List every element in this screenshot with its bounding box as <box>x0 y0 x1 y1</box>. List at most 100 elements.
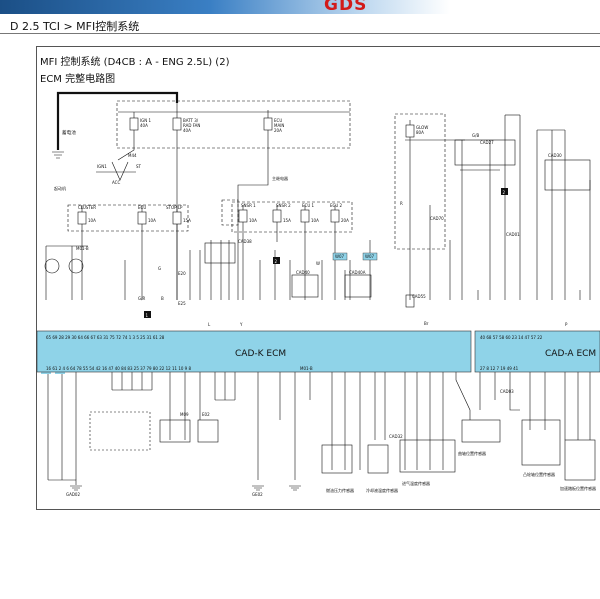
fuse-ecu-main-label2: MAIN <box>274 123 284 128</box>
sensor-box-c <box>399 439 456 473</box>
sensor-box-d <box>461 419 501 443</box>
fuse-glow <box>405 124 415 138</box>
sensor-a-label: 燃油压力传感器 <box>326 487 354 493</box>
sensor-c-label: 进气温度传感器 <box>402 480 430 486</box>
wire-p-label: P <box>565 322 568 327</box>
connector-e02: E02 <box>202 412 210 417</box>
fuse-ecu1-rating: 10A <box>311 218 319 223</box>
wire-w07b-label: W07 <box>365 254 375 259</box>
connector-e20: E20 <box>178 271 186 276</box>
lamp-b <box>68 258 84 274</box>
fuse-cluster-label: CLUSTER <box>78 205 96 210</box>
sensor-box-e <box>521 419 561 466</box>
engine-room-fuse-box <box>116 100 351 149</box>
breadcrumb[interactable]: D 2.5 TCI > MFI控制系统 <box>10 20 140 33</box>
starter-label: 起动机 <box>54 185 66 191</box>
acc-label: ACC <box>112 180 120 185</box>
node-marker-2 <box>273 257 280 264</box>
fuse-snsr1 <box>238 209 248 223</box>
fuse-glow-rating: 80A <box>416 130 424 135</box>
sensor-f-label: 加速踏板位置传感器 <box>560 485 596 491</box>
ground-label-a: GAD02 <box>66 492 80 497</box>
wire-tag-w07 <box>332 252 348 261</box>
main-relay-label: 主继电器 <box>272 175 288 181</box>
fuse-ecu-main-rating: 20A <box>274 128 282 133</box>
fuse-snsr2 <box>272 209 282 223</box>
cad-k-ecm[interactable] <box>36 330 472 373</box>
cad40a-box <box>344 274 372 298</box>
ecm-k-pin-row-bottom: 16 61 2 4 6 64 78 55 54 42 16 47 40 84 8… <box>46 366 191 371</box>
battery-symbol <box>52 151 64 159</box>
connector-cad70: CAD70 <box>430 216 444 221</box>
ground-label-b: GE02 <box>252 492 263 497</box>
fuse-snsr2-rating: 15A <box>283 218 291 223</box>
fuse-ecu-main-label: ECU <box>274 118 282 123</box>
cad27-box <box>454 139 516 166</box>
fuse-stop-lp <box>172 211 182 225</box>
connector-cad55: CAD55 <box>412 294 426 299</box>
wire-w-label: W <box>316 261 320 266</box>
wire-l-label: L <box>208 322 211 327</box>
connector-m09: M09 <box>180 412 189 417</box>
ground-symbol-c <box>289 485 301 491</box>
fuse-stop-lp-label: STOP LP <box>166 205 183 210</box>
st-label: ST <box>136 164 142 169</box>
wire-br-label: Br <box>424 321 429 326</box>
connector-e25: E25 <box>178 301 186 306</box>
battery-main-wire <box>56 91 179 150</box>
connector-m01b: M01-B <box>76 246 89 251</box>
fuse-ecu2-label: ECU 2 <box>330 203 343 208</box>
breadcrumb-divider <box>0 33 600 34</box>
gds-logo: GDS <box>324 0 368 15</box>
diagram-subtitle: ECM 完整电路图 <box>40 74 116 85</box>
wire-tag-w07b <box>362 252 378 261</box>
sensor-b-label: 冷却液温度传感器 <box>366 487 398 493</box>
connector-cad32: CAD32 <box>389 434 403 439</box>
fuse-snsr1-label: SNSR 1 <box>241 203 256 208</box>
wire-r-label: R <box>400 201 403 206</box>
fuse-ecu-label: ECU <box>138 205 146 210</box>
fuse-ecu2 <box>330 209 340 223</box>
node-label-2: 2 <box>275 259 278 264</box>
wire-y-label: Y <box>239 322 243 327</box>
ecu-relay-box <box>221 199 239 226</box>
cad30-box <box>544 159 591 191</box>
ecm-a-pin-row-bottom: 27 8 12 7 19 49 41 <box>480 366 519 371</box>
ign-label: IGN1 <box>97 164 107 169</box>
diagram-title: MFI 控制系统 (D4CB : A - ENG 2.5L) (2) <box>40 57 230 68</box>
sensor-fuse-box <box>231 201 353 233</box>
ground-symbol-b <box>252 485 264 491</box>
cad38-box <box>204 242 236 264</box>
node-marker-3 <box>501 188 508 195</box>
connector-cad40: CAD40 <box>296 270 310 275</box>
connector-cad27: CAD27 <box>480 140 494 145</box>
interior-fuse-box <box>67 204 189 232</box>
fuse-ecu1 <box>300 209 310 223</box>
ecm-a-pin-row-top: 40 68 57 58 60 23 14 47 57 22 <box>480 335 543 340</box>
sensor-box-f <box>564 439 596 481</box>
module-box-m09 <box>159 419 191 443</box>
fuse-ecu2-rating: 20A <box>341 218 349 223</box>
fuse-batt3-rating: 40A <box>183 128 191 133</box>
cad40-box <box>291 274 319 298</box>
node-label-1: 1 <box>146 313 149 318</box>
node-label-3: 2 <box>503 190 506 195</box>
fuse-ign1 <box>129 117 139 131</box>
wire-gr-label: G/R <box>138 296 145 301</box>
node-marker-1 <box>144 311 151 318</box>
cad-k-ecm-label: CAD-K ECM <box>235 349 286 359</box>
connector-cad30: CAD30 <box>548 153 562 158</box>
sensor-box-b <box>367 444 389 474</box>
sensor-e-label: 凸轮轴位置传感器 <box>523 471 555 477</box>
connector-cad03: CAD03 <box>500 389 514 394</box>
cad-a-ecm[interactable] <box>474 330 600 373</box>
sensor-d-label: 曲轴位置传感器 <box>458 450 486 456</box>
fuse-batt3-label: BATT 3/ <box>183 118 199 123</box>
cad-a-ecm-label: CAD-A ECM <box>545 349 596 359</box>
battery-label: 蓄电池 <box>62 129 76 136</box>
fuse-cluster-rating: 10A <box>88 218 96 223</box>
module-box-e02 <box>197 419 219 443</box>
fuse-snsr2-label: SNSR 2 <box>276 203 291 208</box>
header-banner <box>0 0 600 14</box>
